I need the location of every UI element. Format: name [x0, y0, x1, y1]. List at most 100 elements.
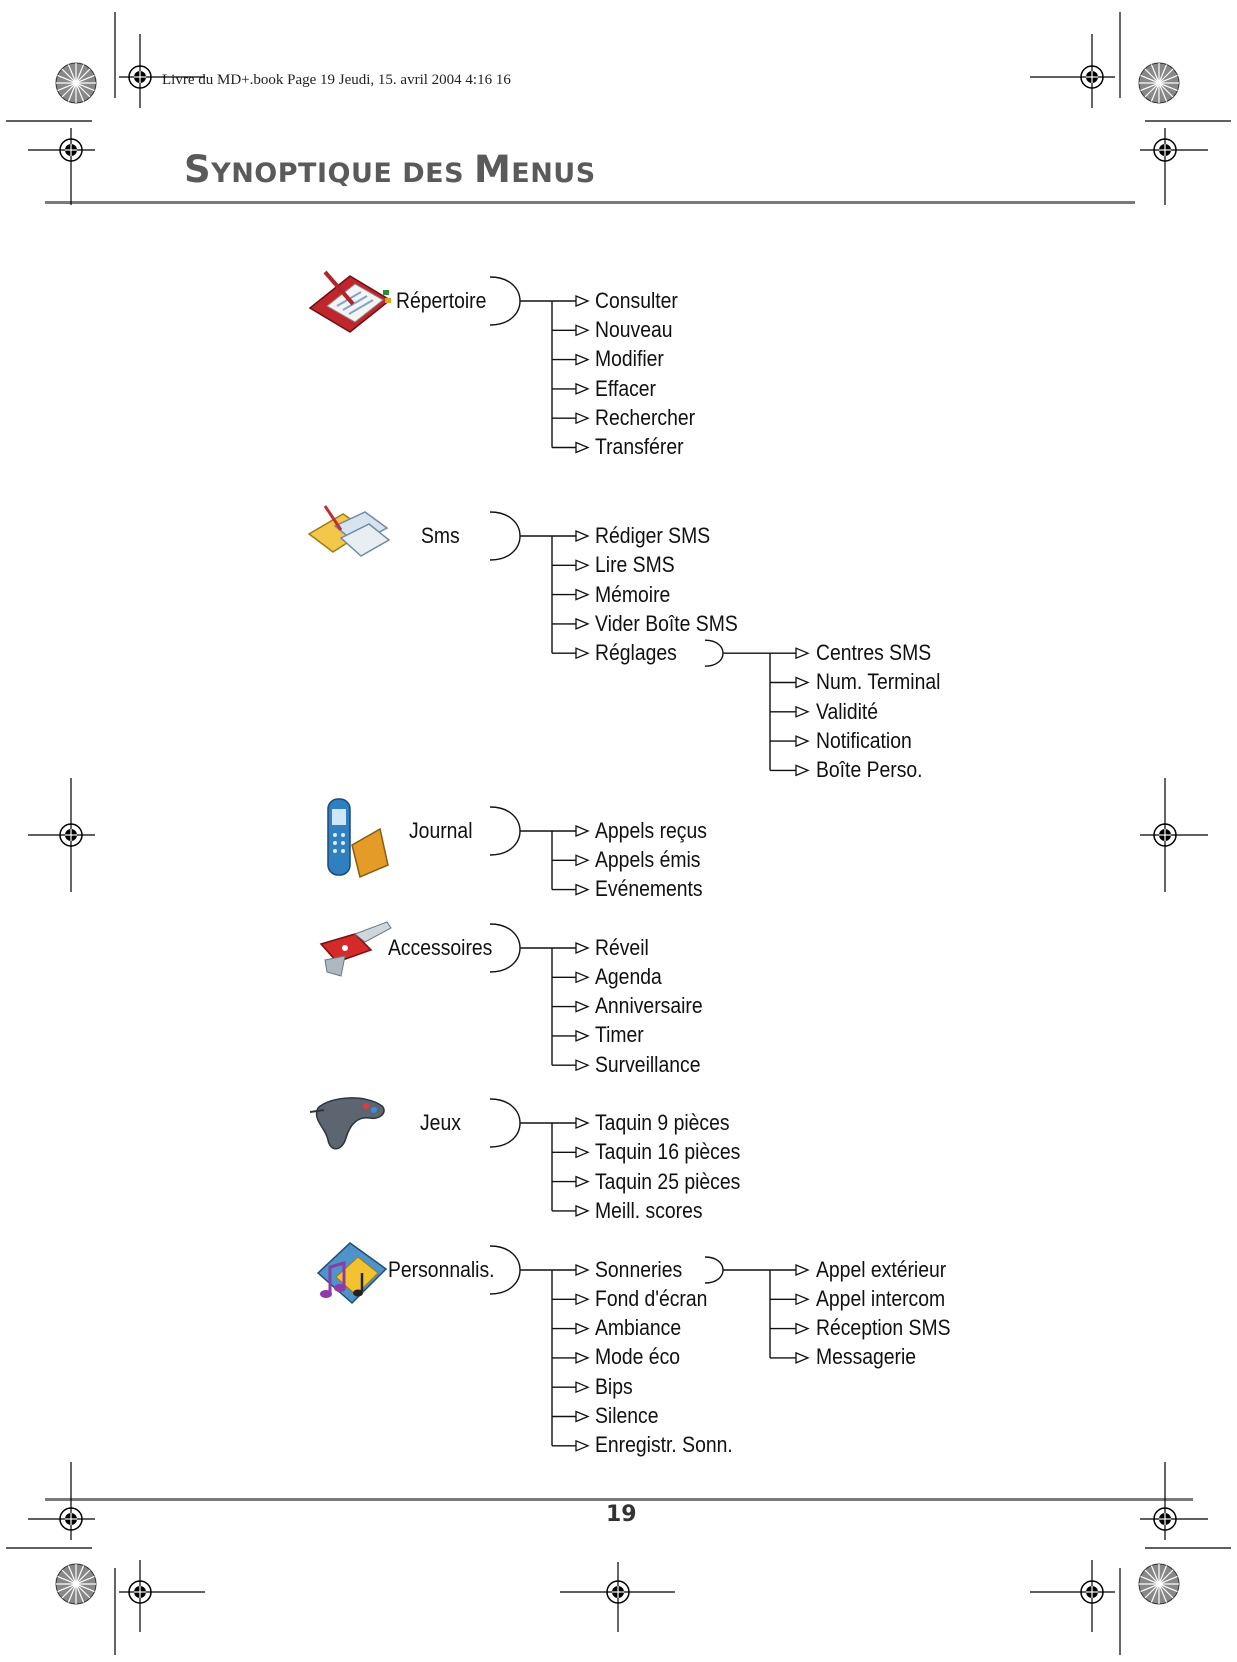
menu-label-journal: Journal [409, 818, 473, 843]
item-arrow-5-6 [575, 1439, 590, 1452]
gamepad-icon [310, 1097, 385, 1150]
item-arrow-3-2 [575, 1000, 590, 1013]
menu-bracket-3 [489, 923, 521, 973]
sms-envelope-icon [307, 505, 390, 557]
title-part-4: ENUS [511, 158, 596, 189]
sub-arrow-5-0-0 [795, 1264, 810, 1276]
header-rule [45, 201, 1135, 204]
music-notes-icon [316, 1242, 388, 1305]
menu-bracket-1 [489, 511, 521, 561]
item-arrow-1-2 [575, 588, 590, 601]
item-arrow-4-2 [575, 1175, 590, 1188]
page-title: SYNOPTIQUE DES MENUS [184, 148, 596, 191]
subitem-appel-intercom: Appel intercom [816, 1286, 946, 1311]
item-nouveau: Nouveau [595, 317, 673, 342]
menu-bracket-4 [489, 1098, 521, 1148]
item-meill-scores: Meill. scores [595, 1198, 703, 1223]
menu-label-jeux: Jeux [420, 1110, 461, 1135]
item-silence: Silence [595, 1403, 659, 1428]
item-sonneries: Sonneries [595, 1257, 683, 1282]
slug-line: Livre du MD+.book Page 19 Jeudi, 15. avr… [162, 72, 511, 88]
footer-rule [45, 1498, 1193, 1501]
item-arrow-0-1 [575, 324, 590, 337]
item-bips: Bips [595, 1374, 633, 1399]
subitem-num-terminal: Num. Terminal [816, 669, 941, 694]
title-part-2: YNOPTIQUE DES [211, 158, 474, 189]
item-memoire: Mémoire [595, 582, 671, 607]
title-part-3: M [473, 148, 512, 191]
item-arrow-3-3 [575, 1029, 590, 1042]
item-arrow-4-3 [575, 1204, 590, 1217]
item-arrow-3-0 [575, 942, 590, 954]
item-transferer: Transférer [595, 434, 684, 459]
menu-label-repertoire: Répertoire [396, 288, 487, 313]
menu-bracket-0 [489, 276, 521, 326]
item-arrow-2-1 [575, 854, 590, 867]
item-arrow-5-3 [575, 1351, 590, 1364]
item-taquin-16: Taquin 16 pièces [595, 1139, 741, 1164]
sub-arrow-1-4-3 [795, 735, 810, 748]
item-mode-eco: Mode éco [595, 1344, 681, 1369]
item-appels-emis: Appels émis [595, 847, 701, 872]
item-appels-recus: Appels reçus [595, 818, 707, 843]
subitem-boite-perso: Boîte Perso. [816, 757, 923, 782]
subitem-centres-sms: Centres SMS [816, 640, 932, 665]
item-arrow-5-1 [575, 1293, 590, 1306]
sub-bracket-5-0 [704, 1256, 724, 1284]
item-arrow-1-4 [575, 647, 590, 660]
item-arrow-0-5 [575, 441, 590, 454]
item-arrow-3-1 [575, 971, 590, 984]
menu-bracket-2 [489, 806, 521, 856]
item-arrow-4-1 [575, 1146, 590, 1159]
subitem-appel-exterieur: Appel extérieur [816, 1257, 947, 1282]
page-number: 19 [606, 1502, 637, 1527]
item-arrow-1-0 [575, 530, 590, 542]
item-arrow-1-3 [575, 617, 590, 630]
item-consulter: Consulter [595, 288, 678, 313]
item-arrow-0-0 [575, 295, 590, 307]
item-arrow-5-4 [575, 1381, 590, 1394]
item-arrow-5-5 [575, 1410, 590, 1423]
item-agenda: Agenda [595, 964, 662, 989]
item-arrow-1-1 [575, 559, 590, 572]
item-evenements: Evénements [595, 876, 703, 901]
item-surveillance: Surveillance [595, 1052, 701, 1077]
subitem-reception-sms: Réception SMS [816, 1315, 951, 1340]
item-rechercher: Rechercher [595, 405, 696, 430]
sub-arrow-5-0-1 [795, 1293, 810, 1306]
item-modifier: Modifier [595, 346, 664, 371]
item-arrow-0-3 [575, 382, 590, 395]
item-arrow-0-2 [575, 353, 590, 366]
item-reglages: Réglages [595, 640, 677, 665]
item-taquin-25: Taquin 25 pièces [595, 1169, 741, 1194]
item-arrow-5-0 [575, 1264, 590, 1276]
item-arrow-5-2 [575, 1322, 590, 1335]
menu-label-personnalis: Personnalis. [388, 1257, 495, 1282]
item-reveil: Réveil [595, 935, 649, 960]
address-book-icon [308, 270, 392, 333]
item-arrow-0-4 [575, 412, 590, 425]
item-rediger-sms: Rédiger SMS [595, 523, 711, 548]
item-arrow-4-0 [575, 1117, 590, 1129]
sub-arrow-5-0-3 [795, 1351, 810, 1364]
item-ambiance: Ambiance [595, 1315, 682, 1340]
handset-icon [327, 798, 389, 879]
sub-arrow-1-4-0 [795, 647, 810, 660]
sub-arrow-1-4-2 [795, 705, 810, 718]
sub-arrow-1-4-1 [795, 676, 810, 689]
subitem-notification: Notification [816, 728, 912, 753]
subitem-validite: Validité [816, 699, 879, 724]
item-effacer: Effacer [595, 376, 656, 401]
item-taquin-9: Taquin 9 pièces [595, 1110, 730, 1135]
item-enregistr-sonn: Enregistr. Sonn. [595, 1432, 733, 1457]
sub-arrow-5-0-2 [795, 1322, 810, 1335]
sub-arrow-1-4-4 [795, 764, 810, 777]
sub-bracket-1-4 [704, 639, 724, 667]
item-anniversaire: Anniversaire [595, 993, 703, 1018]
item-timer: Timer [595, 1022, 644, 1047]
item-arrow-2-2 [575, 883, 590, 896]
menu-label-accessoires: Accessoires [388, 935, 493, 960]
swiss-knife-icon [319, 921, 392, 977]
